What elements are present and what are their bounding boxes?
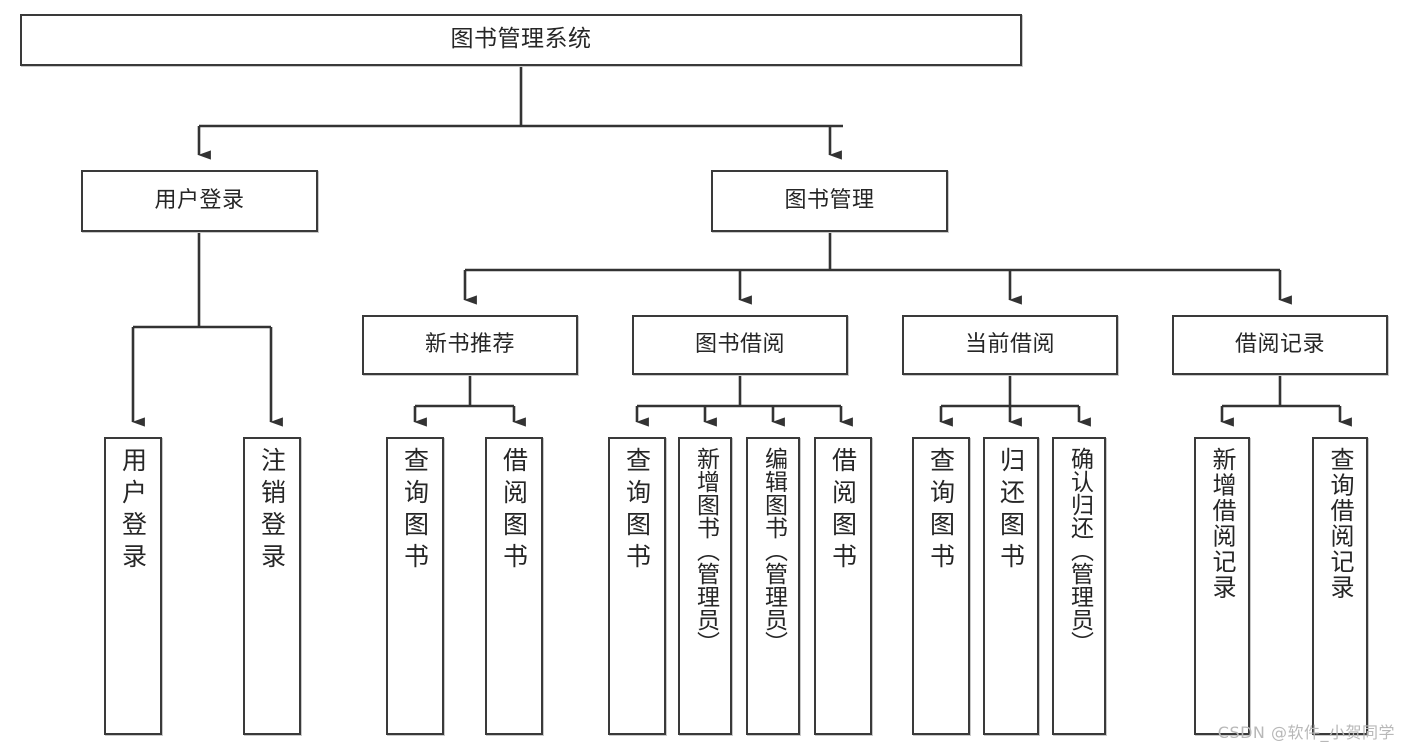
leaf-borrow-book-2[interactable]: 借阅图书 xyxy=(814,437,872,735)
node-label: 图书借阅 xyxy=(694,332,785,358)
node-label: 注销登录 xyxy=(257,447,287,575)
leaf-query-book-2[interactable]: 查询图书 xyxy=(608,437,666,735)
leaf-borrow-book-1[interactable]: 借阅图书 xyxy=(485,437,543,735)
node-label: 借阅图书 xyxy=(499,447,529,575)
node-label: 新书推荐 xyxy=(424,332,515,358)
leaf-query-book-1[interactable]: 查询图书 xyxy=(386,437,444,735)
node-label: 编辑图书（管理员） xyxy=(760,447,787,654)
node-label: 新增图书（管理员） xyxy=(692,447,719,654)
leaf-confirm-return[interactable]: 确认归还（管理员） xyxy=(1052,437,1106,735)
node-user-login[interactable]: 用户登录 xyxy=(81,170,318,232)
csdn-watermark: CSDN @软件_小贺同学 xyxy=(1217,723,1395,742)
node-label: 借阅图书 xyxy=(828,447,858,575)
node-label: 查询借阅记录 xyxy=(1326,447,1354,600)
node-label: 查询图书 xyxy=(622,447,652,575)
node-label: 查询图书 xyxy=(926,447,956,575)
node-label: 图书管理 xyxy=(784,188,875,214)
node-label: 确认归还（管理员） xyxy=(1066,447,1093,654)
node-root-system[interactable]: 图书管理系统 xyxy=(20,14,1022,66)
leaf-user-login[interactable]: 用户登录 xyxy=(104,437,162,735)
node-label: 图书管理系统 xyxy=(450,26,592,53)
node-label: 当前借阅 xyxy=(964,332,1055,358)
leaf-query-book-3[interactable]: 查询图书 xyxy=(912,437,970,735)
node-book-borrow[interactable]: 图书借阅 xyxy=(632,315,848,375)
node-current-borrow[interactable]: 当前借阅 xyxy=(902,315,1118,375)
node-label: 查询图书 xyxy=(400,447,430,575)
leaf-return-book[interactable]: 归还图书 xyxy=(983,437,1039,735)
node-label: 新增借阅记录 xyxy=(1208,447,1236,600)
leaf-add-record[interactable]: 新增借阅记录 xyxy=(1194,437,1250,735)
node-label: 归还图书 xyxy=(996,447,1026,575)
node-book-manage[interactable]: 图书管理 xyxy=(711,170,948,232)
node-borrow-record[interactable]: 借阅记录 xyxy=(1172,315,1388,375)
node-label: 用户登录 xyxy=(118,447,148,575)
leaf-edit-book[interactable]: 编辑图书（管理员） xyxy=(746,437,800,735)
leaf-add-book[interactable]: 新增图书（管理员） xyxy=(678,437,732,735)
node-label: 用户登录 xyxy=(154,188,245,214)
node-new-book-recommend[interactable]: 新书推荐 xyxy=(362,315,578,375)
leaf-query-record[interactable]: 查询借阅记录 xyxy=(1312,437,1368,735)
leaf-logout[interactable]: 注销登录 xyxy=(243,437,301,735)
node-label: 借阅记录 xyxy=(1234,332,1325,358)
